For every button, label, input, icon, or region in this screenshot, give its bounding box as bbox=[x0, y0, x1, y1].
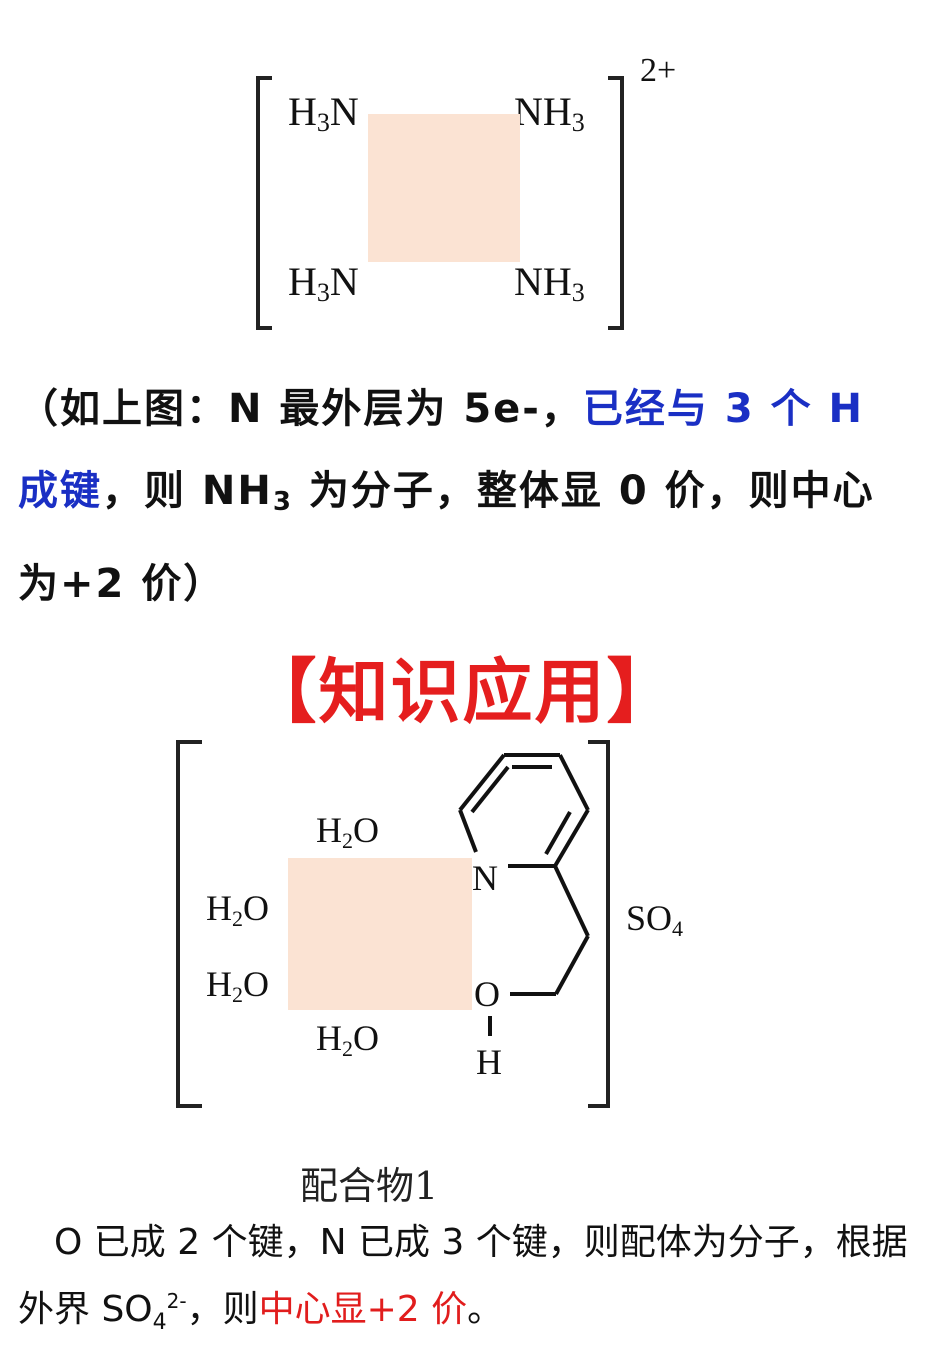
left-bracket bbox=[256, 76, 272, 330]
section-title: 【知识应用】 bbox=[246, 650, 679, 733]
water-ligand-left-2: H2O bbox=[206, 964, 269, 1007]
water-ligand-top: H2O bbox=[316, 810, 379, 853]
ligand-nh3-top-left: H3N bbox=[288, 89, 359, 137]
o-atom-label: O bbox=[474, 974, 500, 1014]
right-bracket-2 bbox=[588, 740, 610, 1108]
center-mask-2 bbox=[288, 858, 472, 1010]
pyridine-ring bbox=[458, 753, 590, 1036]
n-atom-label: N bbox=[472, 858, 498, 898]
ligand-nh3-bottom-right: NH3 bbox=[514, 259, 585, 307]
complex1-charge: 2+ bbox=[640, 52, 677, 89]
water-ligand-bottom: H2O bbox=[316, 1018, 379, 1061]
explanation-paragraph: （如上图：N 最外层为 5e-，已经与 3 个 H 成键，则 NH3 为分子，整… bbox=[18, 386, 875, 607]
explanation-highlight: 已经与 3 个 H 成键 bbox=[18, 386, 864, 514]
h-atom-label: H bbox=[476, 1042, 502, 1082]
complex-caption: 配合物1 bbox=[300, 1164, 439, 1208]
counterion-sulfate: SO4 bbox=[626, 898, 684, 941]
conclusion-paragraph: O 已成 2 个键，N 已成 3 个键，则配体为分子，根据外界 SO42-，则中… bbox=[18, 1222, 908, 1336]
center-mask-1 bbox=[368, 114, 520, 262]
ligand-nh3-top-right: NH3 bbox=[514, 89, 585, 137]
left-bracket-2 bbox=[176, 740, 202, 1108]
right-bracket bbox=[608, 76, 624, 330]
conclusion-highlight: 中心显+2 价 bbox=[258, 1289, 468, 1330]
water-ligand-left-1: H2O bbox=[206, 888, 269, 931]
ligand-nh3-bottom-left: H3N bbox=[288, 259, 359, 307]
